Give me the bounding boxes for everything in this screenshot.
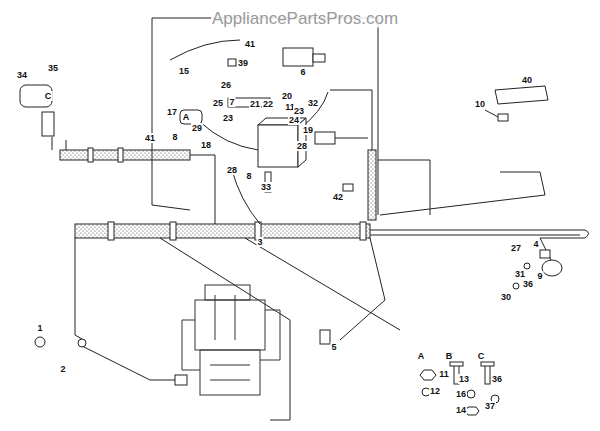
callout-number: 11 (438, 369, 450, 379)
callout-number: 9 (536, 271, 543, 281)
parts (20, 48, 562, 385)
callout-number: 13 (458, 374, 470, 384)
callout-number: 30 (500, 292, 512, 302)
callout-number: 7 (228, 97, 235, 107)
callout-number: 28 (226, 165, 238, 175)
callout-number: 15 (178, 66, 190, 76)
callout-number: 5 (330, 342, 337, 352)
callout-number: 1 (36, 323, 43, 333)
callout-number: 19 (302, 125, 314, 135)
callout-number: B (445, 351, 454, 361)
callout-number: 18 (200, 140, 212, 150)
callout-number: 33 (260, 182, 272, 192)
callout-number: 12 (429, 386, 441, 396)
callout-number: 42 (332, 192, 344, 202)
callout-number: 26 (220, 80, 232, 90)
callout-number: 21 (249, 99, 261, 109)
callout-number: 41 (144, 133, 156, 143)
callout-number: 35 (47, 63, 59, 73)
callout-number: 32 (307, 98, 319, 108)
callout-number: 27 (510, 243, 522, 253)
callout-number: 6 (299, 67, 306, 77)
callout-number: 20 (281, 91, 293, 101)
callout-number: 29 (191, 123, 203, 133)
callout-number: 36 (491, 374, 503, 384)
callout-number: 22 (262, 99, 274, 109)
wires (52, 40, 589, 420)
callout-number: 31 (514, 269, 526, 279)
callout-number: 36 (522, 279, 534, 289)
callout-number: 17 (166, 107, 178, 117)
frame-lines (152, 18, 378, 215)
callout-number: 24 (288, 115, 300, 125)
callout-number: 41 (244, 39, 256, 49)
callout-number: 3 (256, 237, 263, 247)
callout-number: 8 (171, 132, 178, 142)
callout-number: 16 (455, 389, 467, 399)
callout-number: 8 (245, 171, 252, 181)
callout-number: 2 (59, 364, 66, 374)
callout-number: 4 (532, 239, 539, 249)
engine-sketch (182, 285, 280, 395)
callout-number: 10 (474, 99, 486, 109)
callout-number: 40 (521, 75, 533, 85)
watermark: AppliancePartsPros.com (211, 9, 399, 28)
callout-number: A (182, 112, 191, 122)
callout-number: 28 (296, 141, 308, 151)
callout-number: C (44, 91, 53, 101)
callout-number: 14 (455, 405, 467, 415)
callout-number: 34 (16, 70, 28, 80)
callout-number: 37 (484, 401, 496, 411)
hardware (420, 362, 499, 415)
callout-number: 39 (237, 58, 249, 68)
callout-number: 25 (212, 98, 224, 108)
callout-number: 23 (222, 113, 234, 123)
harness-tube (60, 148, 376, 240)
callout-number: A (417, 351, 426, 361)
callout-number: C (477, 351, 486, 361)
